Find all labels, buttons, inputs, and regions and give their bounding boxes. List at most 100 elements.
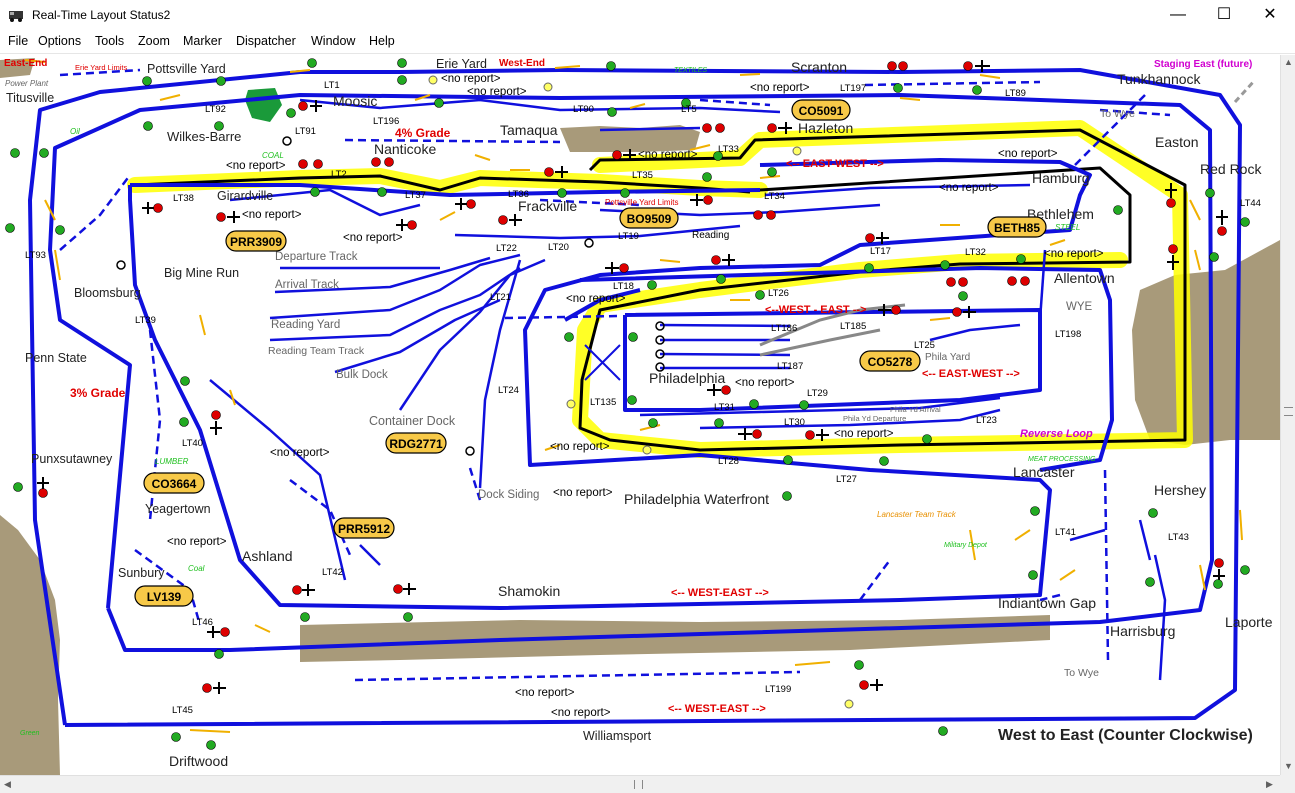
place-philadelphia-waterfront: Philadelphia Waterfront	[624, 491, 769, 507]
signal-red-icon[interactable]	[1165, 183, 1177, 208]
layout-panel[interactable]: Titusville Pottsville Yard Erie Yard Scr…	[0, 55, 1280, 775]
train-prr5912[interactable]: PRR5912	[333, 517, 395, 539]
scroll-up-icon[interactable]: ▲	[1284, 57, 1293, 67]
label-reverse-loop: Reverse Loop	[1020, 428, 1093, 440]
block-lt36: LT36	[508, 189, 529, 200]
place-philadelphia: Philadelphia	[649, 370, 725, 386]
place-bloomsburg: Bloomsburg	[74, 286, 141, 300]
signal-red-icon[interactable]	[711, 254, 736, 266]
signal-red-icon[interactable]	[605, 262, 629, 274]
scroll-right-icon[interactable]: ▶	[1266, 779, 1273, 789]
signal-red-icon[interactable]	[952, 306, 977, 318]
block-lt93: LT93	[25, 250, 46, 261]
menu-file[interactable]: File	[8, 34, 29, 48]
close-icon: ✕	[1263, 6, 1277, 23]
signal-red-icon[interactable]	[612, 149, 637, 161]
track-diagram[interactable]: Titusville Pottsville Yard Erie Yard Scr…	[0, 55, 1280, 775]
signal-red-icon[interactable]	[396, 219, 417, 231]
block-lt185: LT185	[840, 321, 866, 332]
menu-help[interactable]: Help	[369, 34, 395, 48]
signal-red-icon[interactable]	[963, 60, 991, 72]
signal-red-icon[interactable]	[767, 122, 793, 134]
label-east-west-2: <-- EAST-WEST -->	[922, 368, 1020, 380]
block-lt2: LT2	[331, 169, 347, 180]
svg-text:PRR5912: PRR5912	[338, 522, 390, 536]
label-phila-yard: Phila Yard	[925, 352, 970, 363]
menu-zoom[interactable]: Zoom	[138, 34, 170, 48]
label-lumber: LUMBER	[155, 457, 189, 466]
signal-red-icon[interactable]	[878, 304, 901, 316]
signal-red-icon[interactable]	[859, 679, 884, 691]
scroll-down-icon[interactable]: ▼	[1284, 761, 1293, 771]
no-report: <no report>	[467, 86, 527, 98]
train-tags[interactable]: CO5091 BO9509 PRR3909 BETH85 CO5278 RDG2…	[134, 99, 1047, 607]
signal-red-icon[interactable]	[1216, 210, 1228, 236]
scroll-left-icon[interactable]: ◀	[4, 779, 11, 789]
horizontal-scroll-thumb[interactable]	[634, 780, 643, 789]
signal-red-icon[interactable]	[887, 61, 908, 71]
vertical-scroll-thumb[interactable]	[1284, 407, 1293, 416]
block-lt23: LT23	[976, 415, 997, 426]
block-lt198: LT198	[1055, 329, 1081, 340]
train-lv139[interactable]: LV139	[134, 585, 194, 607]
place-pottsville-yard: Pottsville Yard	[147, 62, 226, 76]
train-prr3909[interactable]: PRR3909	[225, 230, 287, 252]
signal-red-icon[interactable]	[298, 100, 323, 112]
staging-track	[1233, 78, 1257, 104]
train-beth85[interactable]: BETH85	[987, 216, 1047, 238]
signal-red-icon[interactable]	[707, 384, 731, 396]
vertical-scrollbar[interactable]: ▲ ▼	[1280, 55, 1295, 775]
signals[interactable]	[37, 60, 1228, 694]
signal-red-icon[interactable]	[292, 584, 316, 596]
menu-window[interactable]: Window	[311, 34, 356, 48]
green-signals[interactable]	[5, 58, 1250, 750]
horizontal-scrollbar[interactable]: ◀ ▶	[0, 775, 1280, 793]
block-lt20: LT20	[548, 242, 569, 253]
menu-tools[interactable]: Tools	[95, 34, 125, 48]
active-route	[134, 128, 1187, 452]
label-oil: Oil	[70, 127, 80, 136]
signal-red-icon[interactable]	[455, 198, 476, 210]
signal-red-icon[interactable]	[690, 194, 713, 206]
no-report: <no report>	[998, 148, 1058, 160]
label-west-east-3: <-- WEST-EAST -->	[668, 703, 766, 715]
signal-red-icon[interactable]	[738, 428, 762, 440]
signal-red-icon[interactable]	[753, 210, 776, 220]
signal-red-icon[interactable]	[1167, 244, 1179, 271]
window-title: Real-Time Layout Status2	[32, 8, 171, 22]
place-hershey: Hershey	[1154, 482, 1206, 498]
signal-red-icon[interactable]	[207, 626, 230, 638]
signal-red-icon[interactable]	[37, 477, 49, 498]
block-lt44: LT44	[1240, 198, 1261, 209]
signal-red-icon[interactable]	[805, 429, 830, 441]
signal-red-icon[interactable]	[702, 123, 725, 133]
signal-red-icon[interactable]	[371, 157, 394, 167]
signal-red-icon[interactable]	[865, 232, 890, 244]
signal-red-icon[interactable]	[142, 202, 163, 214]
signal-red-icon[interactable]	[393, 583, 417, 595]
block-lt19: LT19	[618, 231, 639, 242]
signal-red-icon[interactable]	[946, 277, 968, 287]
close-button[interactable]: ✕	[1247, 0, 1293, 30]
train-co5091[interactable]: CO5091	[791, 99, 851, 121]
signal-red-icon[interactable]	[202, 682, 227, 694]
svg-text:BETH85: BETH85	[994, 221, 1040, 235]
train-co3664[interactable]: CO3664	[143, 472, 205, 494]
train-bo9509[interactable]: BO9509	[619, 207, 679, 229]
menu-marker[interactable]: Marker	[183, 34, 222, 48]
train-rdg2771[interactable]: RDG2771	[385, 432, 447, 454]
place-girardville: Girardville	[217, 189, 273, 203]
block-lt43: LT43	[1168, 532, 1189, 543]
minimize-button[interactable]: —	[1155, 0, 1201, 30]
signal-red-icon[interactable]	[216, 211, 241, 223]
signal-red-icon[interactable]	[498, 214, 523, 226]
svg-text:CO3664: CO3664	[152, 477, 197, 491]
signal-red-icon[interactable]	[1007, 276, 1030, 286]
maximize-button[interactable]: ☐	[1201, 0, 1247, 30]
signal-red-icon[interactable]	[544, 166, 569, 178]
menu-dispatcher[interactable]: Dispatcher	[236, 34, 296, 48]
signal-red-icon[interactable]	[298, 159, 323, 169]
signal-red-icon[interactable]	[210, 410, 222, 436]
menu-options[interactable]: Options	[38, 34, 82, 48]
train-co5278[interactable]: CO5278	[859, 350, 921, 372]
